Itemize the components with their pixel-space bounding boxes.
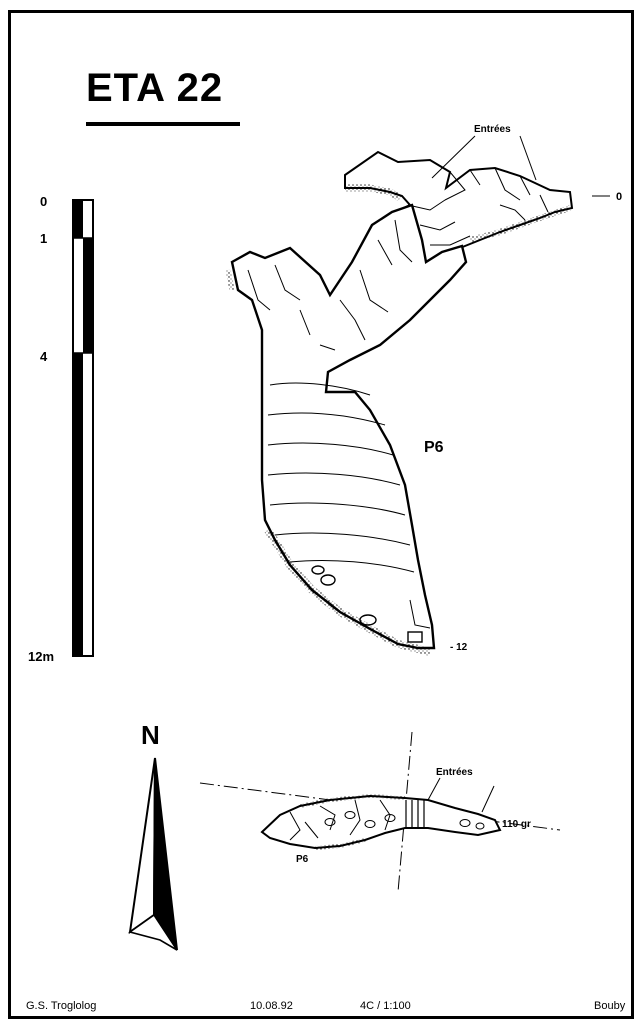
plan-passage [260, 794, 502, 850]
footer-club: G.S. Troglolog [26, 1000, 97, 1012]
scale-label-4: 4 [40, 349, 48, 364]
plan-view: Entrées P6 110 gr [199, 731, 561, 893]
title-underline [86, 122, 240, 126]
plan-bearing-label: 110 gr [502, 819, 531, 830]
main-shaft-section [230, 203, 468, 650]
north-label: N [141, 720, 160, 750]
plan-entrances-label: Entrées [436, 767, 473, 778]
section-view: Entrées 0 P6 - 12 [225, 124, 622, 656]
footer-grade-scale: 4C / 1:100 [360, 1000, 411, 1012]
footer-date: 10.08.92 [250, 1000, 293, 1012]
section-pitch-label: P6 [424, 439, 444, 456]
cave-title: ETA 22 [86, 66, 224, 110]
section-depth-top: 0 [616, 191, 622, 203]
north-arrow: N [128, 720, 178, 951]
footer-author: Bouby [594, 1000, 626, 1012]
scale-label-0: 0 [40, 194, 48, 209]
section-depth-bottom: - 12 [450, 642, 468, 653]
section-entrances-label: Entrées [474, 124, 511, 135]
scale-bar [72, 199, 94, 657]
scale-label-1: 1 [40, 231, 48, 246]
drawing-frame [8, 10, 634, 1019]
scale-label-12m: 12m [28, 649, 55, 664]
plan-pitch-label: P6 [296, 854, 309, 865]
